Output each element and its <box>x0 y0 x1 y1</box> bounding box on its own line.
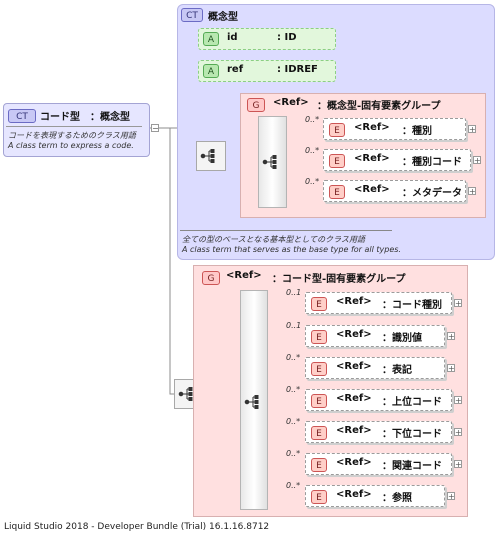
expand-button[interactable]: + <box>468 187 476 196</box>
sequence-icon <box>262 155 277 169</box>
group-name: ：概念型-固有要素グループ <box>317 101 441 112</box>
element-name: ：関連コード <box>382 461 442 472</box>
base-title: 概念型 <box>208 12 238 23</box>
element-metadata[interactable]: E <Ref> ：メタデータ <box>323 180 466 202</box>
element-code-type[interactable]: E <Ref> ：コード種別 <box>305 292 452 314</box>
element-name: ：コード種別 <box>382 300 442 311</box>
element-name: ：表記 <box>382 365 412 376</box>
expand-button[interactable]: + <box>468 125 476 134</box>
element-badge-icon: E <box>311 490 327 504</box>
divider <box>180 230 392 231</box>
element-badge-icon: E <box>311 458 327 472</box>
base-doc-ja: 全ての型のベースとなる基本型としてのクラス用語 <box>182 235 365 244</box>
occurrence-label: 0..* <box>305 146 320 155</box>
expand-button[interactable]: + <box>447 332 455 341</box>
expand-button[interactable]: + <box>454 460 462 469</box>
attribute-type: : ID <box>277 32 297 43</box>
expand-button[interactable]: + <box>473 156 481 165</box>
element-ref: <Ref> <box>336 361 372 372</box>
element-badge-icon: E <box>311 362 327 376</box>
group-badge-icon: G <box>247 98 265 112</box>
sequence-node[interactable] <box>196 141 226 171</box>
expand-button[interactable]: + <box>454 428 462 437</box>
element-ref: <Ref> <box>336 329 372 340</box>
expand-button[interactable]: + <box>454 396 462 405</box>
element-ref: <Ref> <box>336 393 372 404</box>
occurrence-label: 0..* <box>286 353 301 362</box>
root-doc-en: A class term to express a code. <box>8 141 134 150</box>
attribute-name: ref <box>227 64 244 75</box>
element-name: ：メタデータ <box>402 188 462 199</box>
group-ref: <Ref> <box>273 97 309 108</box>
attribute-badge-icon: A <box>203 32 219 46</box>
element-badge-icon: E <box>329 123 345 137</box>
occurrence-label: 0..1 <box>286 288 302 297</box>
element-name: ：参照 <box>382 493 412 504</box>
element-badge-icon: E <box>311 426 327 440</box>
group-sequence-bar[interactable] <box>258 116 287 208</box>
footer-watermark: Liquid Studio 2018 - Developer Bundle (T… <box>4 522 270 532</box>
expand-button[interactable]: + <box>447 364 455 373</box>
root-name: コード型 <box>40 112 80 123</box>
attribute-ref[interactable]: A ref : IDREF <box>198 60 336 82</box>
sequence-icon <box>178 387 193 401</box>
occurrence-label: 0..* <box>286 449 301 458</box>
element-badge-icon: E <box>311 297 327 311</box>
element-ref: <Ref> <box>354 122 390 133</box>
root-complex-type-node[interactable]: CT コード型 ：概念型 コードを表現するためのクラス用語 A class te… <box>3 103 150 157</box>
occurrence-label: 0..* <box>305 115 320 124</box>
element-type-code[interactable]: E <Ref> ：種別コード <box>323 149 471 171</box>
element-name: ：種別 <box>402 126 432 137</box>
occurrence-label: 0..1 <box>286 321 302 330</box>
complex-type-badge-icon: CT <box>8 109 36 123</box>
element-ref: <Ref> <box>336 425 372 436</box>
element-ref: <Ref> <box>354 153 390 164</box>
group-ref: <Ref> <box>226 270 262 281</box>
element-name: ：種別コード <box>402 157 462 168</box>
element-name: ：上位コード <box>382 397 442 408</box>
occurrence-label: 0..* <box>286 417 301 426</box>
attribute-badge-icon: A <box>203 64 219 78</box>
element-related-code[interactable]: E <Ref> ：関連コード <box>305 453 452 475</box>
element-name: ：識別値 <box>382 333 422 344</box>
element-ref: <Ref> <box>336 457 372 468</box>
occurrence-label: 0..* <box>286 385 301 394</box>
element-badge-icon: E <box>329 185 345 199</box>
element-ref: <Ref> <box>336 489 372 500</box>
element-child-code[interactable]: E <Ref> ：下位コード <box>305 421 452 443</box>
element-type[interactable]: E <Ref> ：種別 <box>323 118 466 140</box>
group-sequence-bar[interactable] <box>240 290 268 510</box>
element-reference[interactable]: E <Ref> ：参照 <box>305 485 445 507</box>
collapse-root-button[interactable]: − <box>151 124 159 133</box>
element-identifier[interactable]: E <Ref> ：識別値 <box>305 325 445 347</box>
element-parent-code[interactable]: E <Ref> ：上位コード <box>305 389 452 411</box>
element-ref: <Ref> <box>336 296 372 307</box>
sequence-icon <box>200 149 215 163</box>
complex-type-badge-icon: CT <box>181 8 203 22</box>
element-badge-icon: E <box>311 330 327 344</box>
root-doc-ja: コードを表現するためのクラス用語 <box>8 131 136 140</box>
base-doc-en: A class term that serves as the base typ… <box>182 245 401 254</box>
element-badge-icon: E <box>329 154 345 168</box>
element-badge-icon: E <box>311 394 327 408</box>
attribute-id[interactable]: A id : ID <box>198 28 336 50</box>
element-name: ：下位コード <box>382 429 442 440</box>
element-notation[interactable]: E <Ref> ：表記 <box>305 357 445 379</box>
group-name: ：コード型-固有要素グループ <box>272 274 406 285</box>
divider <box>6 126 142 127</box>
element-ref: <Ref> <box>354 184 390 195</box>
expand-button[interactable]: + <box>454 299 462 308</box>
expand-button[interactable]: + <box>447 492 455 501</box>
sequence-icon <box>244 395 259 409</box>
attribute-name: id <box>227 32 238 43</box>
group-badge-icon: G <box>202 271 220 285</box>
attribute-type: : IDREF <box>277 64 318 75</box>
occurrence-label: 0..* <box>305 177 320 186</box>
occurrence-label: 0..* <box>286 481 301 490</box>
root-type: ：概念型 <box>90 112 130 123</box>
